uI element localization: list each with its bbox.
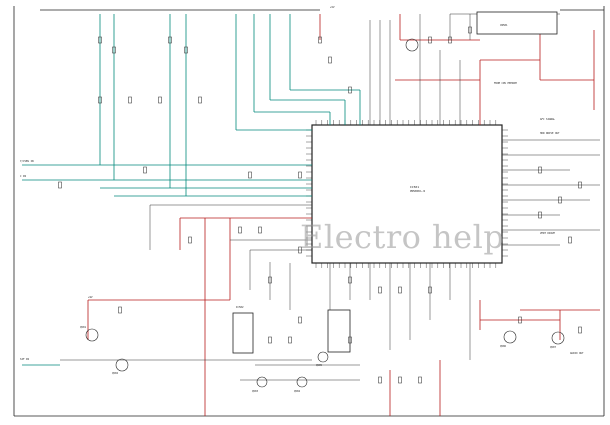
resistor bbox=[238, 226, 242, 234]
resistor bbox=[398, 286, 402, 294]
right-box-4: VERT DRIVE bbox=[540, 232, 556, 235]
resistor bbox=[268, 276, 272, 284]
components bbox=[58, 26, 582, 384]
right-box-2: AFC SIGNAL bbox=[540, 118, 556, 121]
resistor bbox=[268, 336, 272, 344]
resistor bbox=[378, 376, 382, 384]
resistor bbox=[468, 26, 472, 34]
resistor bbox=[288, 336, 292, 344]
resistor bbox=[184, 46, 188, 54]
resistor bbox=[188, 236, 192, 244]
resistor bbox=[298, 171, 302, 179]
transistors bbox=[85, 38, 565, 388]
resistor bbox=[128, 96, 132, 104]
q6-label: Q506 bbox=[500, 345, 507, 348]
q2-label: Q502 bbox=[112, 372, 119, 375]
resistor bbox=[398, 376, 402, 384]
resistor bbox=[328, 56, 332, 64]
resistor bbox=[538, 166, 542, 174]
output-label: AUDIO OUT bbox=[570, 352, 584, 355]
resistor bbox=[348, 336, 352, 344]
resistor bbox=[98, 96, 102, 104]
small-ics bbox=[232, 11, 558, 354]
resistor bbox=[578, 181, 582, 189]
resistor bbox=[558, 196, 562, 204]
resistor bbox=[318, 36, 322, 44]
resistor bbox=[112, 46, 116, 54]
q7-label: Q507 bbox=[550, 346, 557, 349]
resistor bbox=[98, 36, 102, 44]
resistor bbox=[418, 376, 422, 384]
resistor bbox=[578, 326, 582, 334]
right-box-3: HOR DRIVE OUT bbox=[540, 132, 560, 135]
ic-small-label: IC502 bbox=[236, 306, 244, 309]
resistor bbox=[248, 171, 252, 179]
ic-main-label: IC501 bbox=[410, 185, 420, 189]
connector-top-label: CN501 bbox=[500, 24, 508, 27]
resistor bbox=[158, 96, 162, 104]
resistor bbox=[58, 181, 62, 189]
vcc-label: +9V bbox=[88, 296, 93, 299]
green-signal-lines bbox=[22, 14, 361, 366]
input-label-1: Y/CVBS IN bbox=[20, 160, 34, 163]
right-box-1: FROM CPU EEPROM bbox=[494, 82, 517, 85]
ic-main-part: PN5890CL-N bbox=[410, 190, 426, 193]
resistor bbox=[378, 286, 382, 294]
resistor bbox=[428, 36, 432, 44]
watermark: Electro help bbox=[300, 218, 505, 256]
resistor bbox=[143, 166, 147, 174]
main-ic bbox=[306, 120, 508, 268]
input-label-2: C IN bbox=[20, 175, 27, 178]
q5-label: Q505 bbox=[316, 364, 323, 367]
vcc5-label: +5V bbox=[330, 6, 335, 9]
resistor bbox=[428, 286, 432, 294]
resistor bbox=[118, 306, 122, 314]
resistor bbox=[518, 316, 522, 324]
q1-label: Q501 bbox=[80, 326, 87, 329]
resistor bbox=[538, 211, 542, 219]
resistor bbox=[448, 36, 452, 44]
resistor bbox=[198, 96, 202, 104]
resistor bbox=[348, 86, 352, 94]
resistor bbox=[348, 276, 352, 284]
q4-label: Q504 bbox=[294, 390, 301, 393]
resistor bbox=[568, 236, 572, 244]
input-label-3: SIF IN bbox=[20, 358, 30, 361]
resistor bbox=[258, 226, 262, 234]
resistor bbox=[298, 316, 302, 324]
resistor bbox=[168, 36, 172, 44]
frame bbox=[13, 6, 605, 417]
red-power-lines bbox=[87, 14, 600, 416]
q3-label: Q503 bbox=[252, 390, 259, 393]
resistor bbox=[298, 246, 302, 254]
